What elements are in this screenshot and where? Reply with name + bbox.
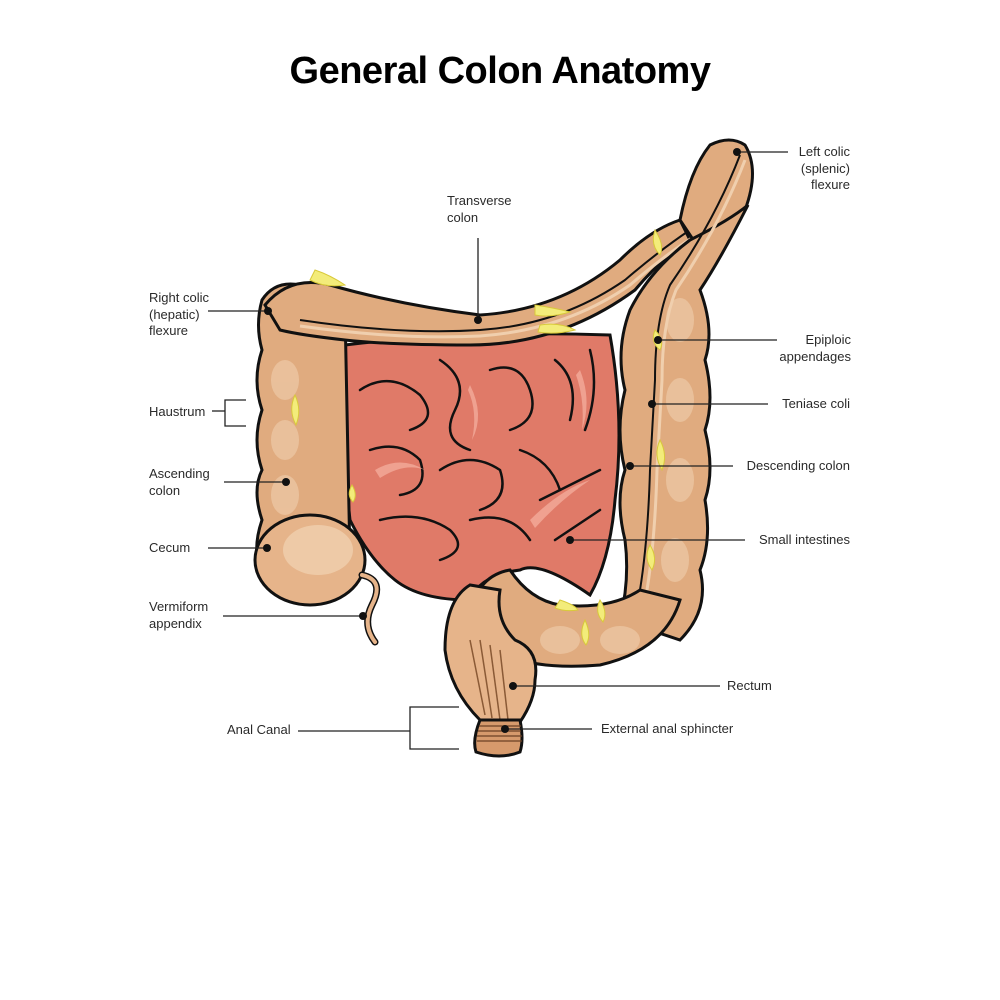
label-small-intestines: Small intestines — [758, 532, 850, 547]
label-external-anal-sphincter: External anal sphincter — [601, 721, 734, 736]
label-transverse-colon: Transverse colon — [447, 193, 512, 225]
descending-colon-shape — [618, 203, 750, 642]
label-cecum: Cecum — [149, 540, 191, 555]
diagram-title: General Colon Anatomy — [289, 50, 711, 92]
label-left-colic-flexure: Left colic (splenic) flexure — [798, 144, 850, 192]
label-rectum: Rectum — [727, 678, 772, 693]
label-haustrum: Haustrum — [149, 404, 206, 419]
leader-lines — [208, 151, 788, 750]
label-right-colic-flexure: Right colic (hepatic) flexure — [149, 290, 209, 338]
label-epiploic-appendages: Epiploic appendages — [779, 332, 851, 364]
label-anal-canal: Anal Canal — [227, 722, 291, 737]
small-intestines-illustration — [341, 332, 621, 602]
label-ascending-colon: Ascending colon — [149, 466, 210, 498]
label-descending-colon: Descending colon — [746, 458, 850, 473]
pointer-dots — [263, 148, 741, 733]
label-vermiform-appendix: Vermiform appendix — [149, 599, 209, 631]
label-teniase-coli: Teniase coli — [782, 396, 850, 411]
